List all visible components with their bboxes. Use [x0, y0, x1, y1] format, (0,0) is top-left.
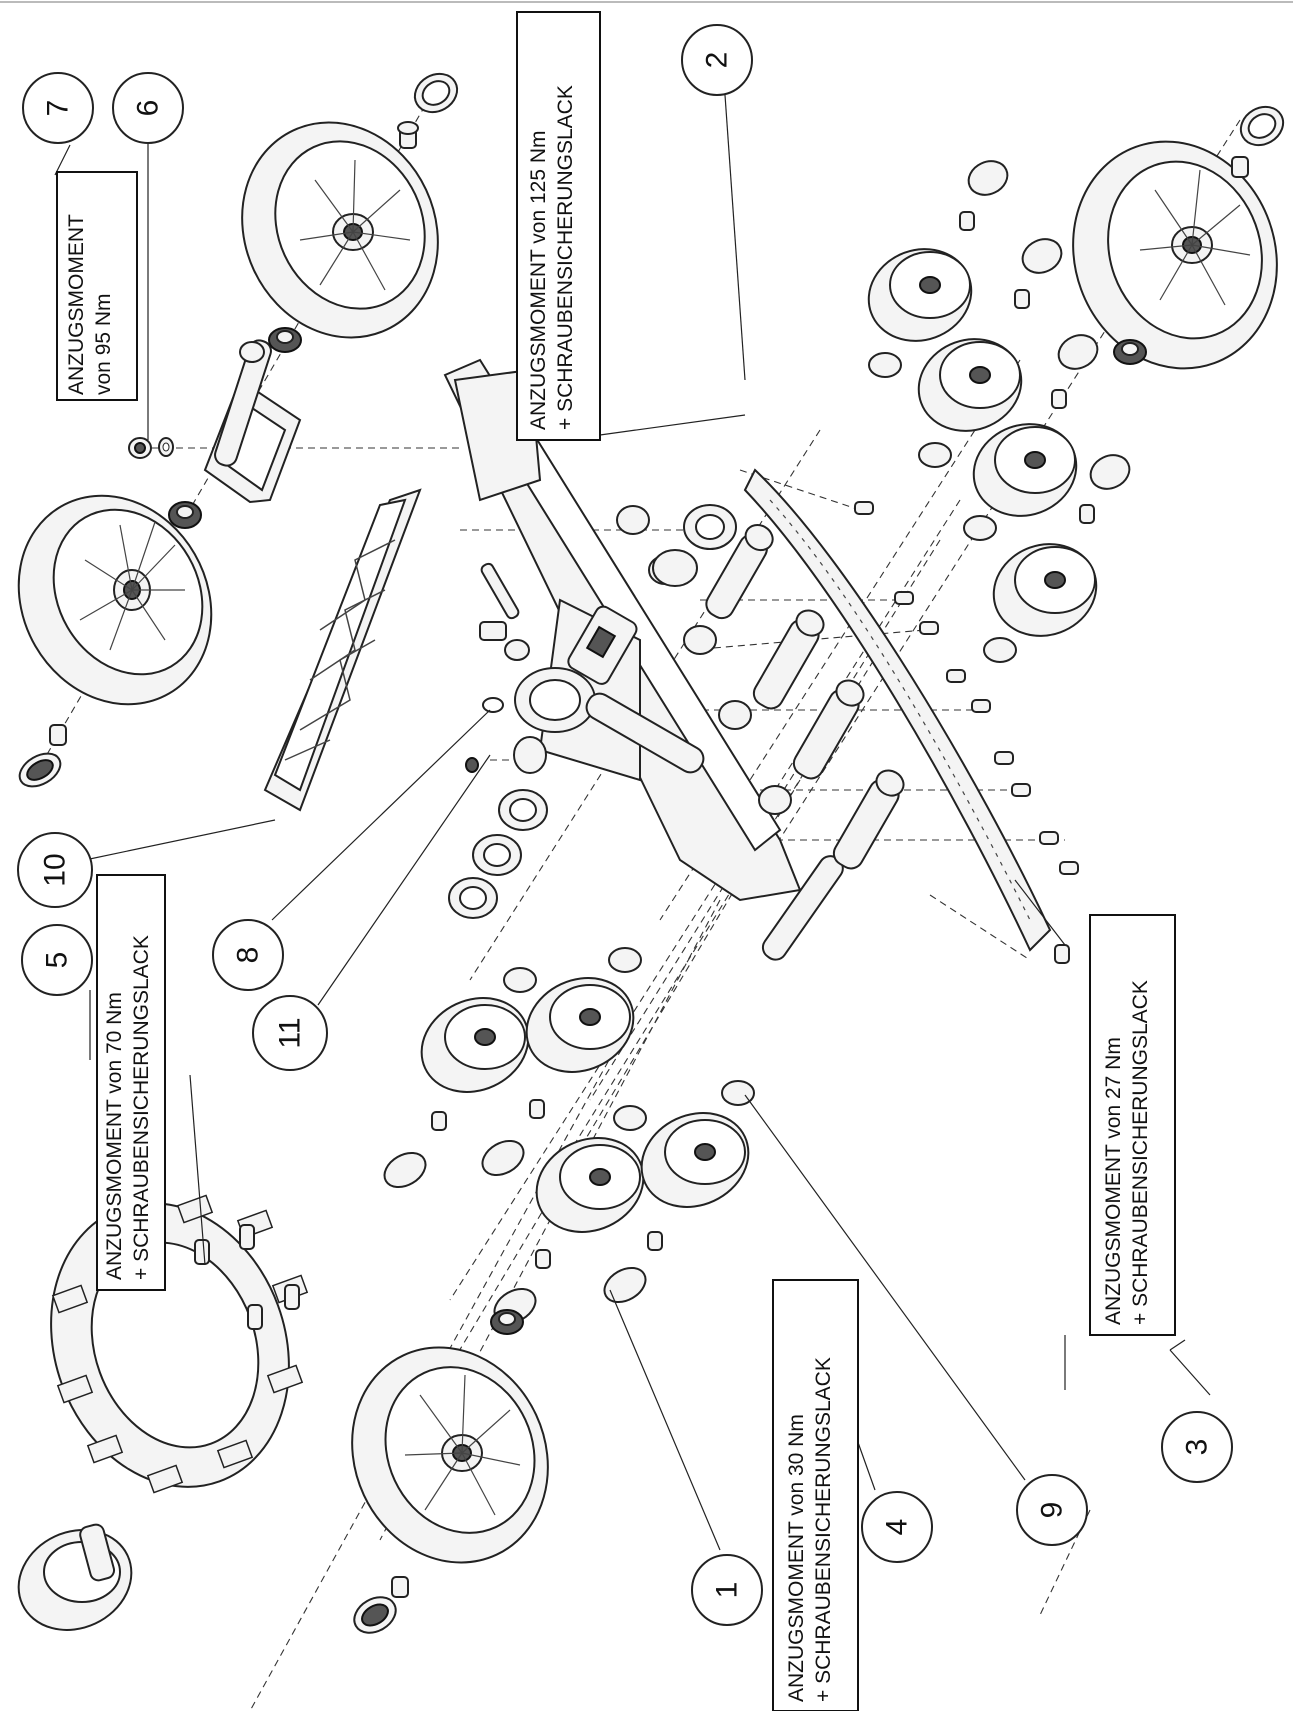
- callout-10-label: 10: [39, 853, 72, 886]
- axle-bracket: [203, 339, 302, 504]
- callout-11-label: 11: [274, 1017, 307, 1048]
- torque-note-125: ANZUGSMOMENT von 125 Nm + SCHRAUBENSICHE…: [516, 11, 601, 441]
- callout-9: 9: [1016, 1474, 1088, 1546]
- right-big-wheel-hub-cap: [1239, 105, 1285, 147]
- torque-note-95-line2: von 95 Nm: [92, 293, 115, 395]
- torque-note-70: ANZUGSMOMENT von 70 Nm + SCHRAUBENSICHER…: [96, 874, 166, 1291]
- callout-5: 5: [21, 924, 93, 996]
- callout-8-label: 8: [232, 947, 265, 964]
- torque-note-27: ANZUGSMOMENT von 27 Nm + SCHRAUBENSICHER…: [1089, 914, 1176, 1336]
- torque-note-30-line1: ANZUGSMOMENT von 30 Nm: [785, 1414, 808, 1702]
- right-big-wheel: [1072, 140, 1278, 370]
- left-bottom-wheel-bolt: [391, 1576, 409, 1598]
- torque-note-95: ANZUGSMOMENT von 95 Nm: [56, 171, 138, 401]
- right-top-wheel: [241, 121, 439, 339]
- left-roller-bolts: [431, 1099, 663, 1269]
- callout-2: 2: [681, 24, 753, 96]
- bearings: [448, 504, 737, 919]
- torque-note-70-line1: ANZUGSMOMENT von 70 Nm: [103, 992, 126, 1280]
- callout-11: 11: [252, 995, 328, 1071]
- right-big-wheel-bolt: [1231, 156, 1249, 178]
- callout-7-label: 7: [42, 100, 75, 117]
- callout-4-label: 4: [881, 1519, 914, 1536]
- axle-washer: [158, 437, 174, 457]
- right-roller-1: [867, 248, 973, 342]
- right-roller-hub-caps: [967, 160, 1131, 490]
- torque-note-70-line2: + SCHRAUBENSICHERUNGSLACK: [130, 935, 153, 1280]
- left-top-wheel: [17, 494, 213, 706]
- callout-9-label: 9: [1036, 1502, 1069, 1519]
- right-roller-4: [992, 543, 1098, 637]
- callout-6: 6: [112, 72, 184, 144]
- skid-plate: [263, 488, 422, 812]
- callout-10: 10: [17, 832, 93, 908]
- callout-5-label: 5: [41, 952, 74, 969]
- right-top-wheel-bolt: [397, 121, 419, 149]
- left-roller-washers: [503, 947, 755, 1131]
- left-roller-3: [535, 1137, 645, 1233]
- right-top-wheel-nut: [268, 327, 302, 353]
- callout-8: 8: [212, 919, 284, 991]
- callout-1: 1: [691, 1554, 763, 1626]
- callout-7: 7: [22, 72, 94, 144]
- left-bottom-wheel-nut: [490, 1309, 524, 1335]
- torque-note-27-line1: ANZUGSMOMENT von 27 Nm: [1102, 1037, 1125, 1325]
- leader-lines: [54, 94, 1211, 1551]
- left-top-wheel-hub-cap: [18, 724, 67, 788]
- right-roller-bolts: [959, 211, 1095, 524]
- rubber-strip: [743, 468, 1052, 952]
- callout-3: 3: [1161, 1411, 1233, 1483]
- left-bottom-wheel-hub-cap: [353, 1596, 397, 1634]
- pin-and-clip: [465, 562, 530, 773]
- callout-6-label: 6: [132, 100, 165, 117]
- torque-note-30-line2: + SCHRAUBENSICHERUNGSLACK: [812, 1357, 835, 1702]
- callout-3-label: 3: [1181, 1439, 1214, 1456]
- sprocket-bolts: [194, 1224, 300, 1330]
- axle-nut: [128, 437, 152, 459]
- torque-note-95-line1: ANZUGSMOMENT: [65, 214, 88, 395]
- torque-note-30: ANZUGSMOMENT von 30 Nm + SCHRAUBENSICHER…: [772, 1279, 859, 1711]
- right-roller-washers: [868, 352, 1017, 663]
- left-roller-2: [525, 977, 635, 1073]
- strip-bolts: [854, 501, 1079, 964]
- left-top-wheel-nut: [168, 501, 202, 529]
- right-top-wheel-hub-cap: [413, 72, 459, 114]
- torque-note-27-line2: + SCHRAUBENSICHERUNGSLACK: [1129, 980, 1152, 1325]
- right-big-wheel-nut: [1113, 339, 1147, 365]
- callout-4: 4: [861, 1491, 933, 1563]
- callout-1-label: 1: [711, 1582, 744, 1599]
- torque-note-125-line2: + SCHRAUBENSICHERUNGSLACK: [554, 85, 577, 430]
- right-roller-3: [972, 423, 1078, 517]
- drive-sprocket: [50, 1194, 309, 1494]
- right-roller-2: [917, 338, 1023, 432]
- bogie-axles: [705, 524, 905, 870]
- left-roller-1: [420, 997, 530, 1093]
- sprocket-hub: [17, 1523, 133, 1631]
- left-bottom-wheel: [351, 1346, 549, 1564]
- callout-2-label: 2: [701, 52, 734, 69]
- torque-note-125-line1: ANZUGSMOMENT von 125 Nm: [527, 130, 550, 430]
- left-roller-4: [640, 1112, 750, 1208]
